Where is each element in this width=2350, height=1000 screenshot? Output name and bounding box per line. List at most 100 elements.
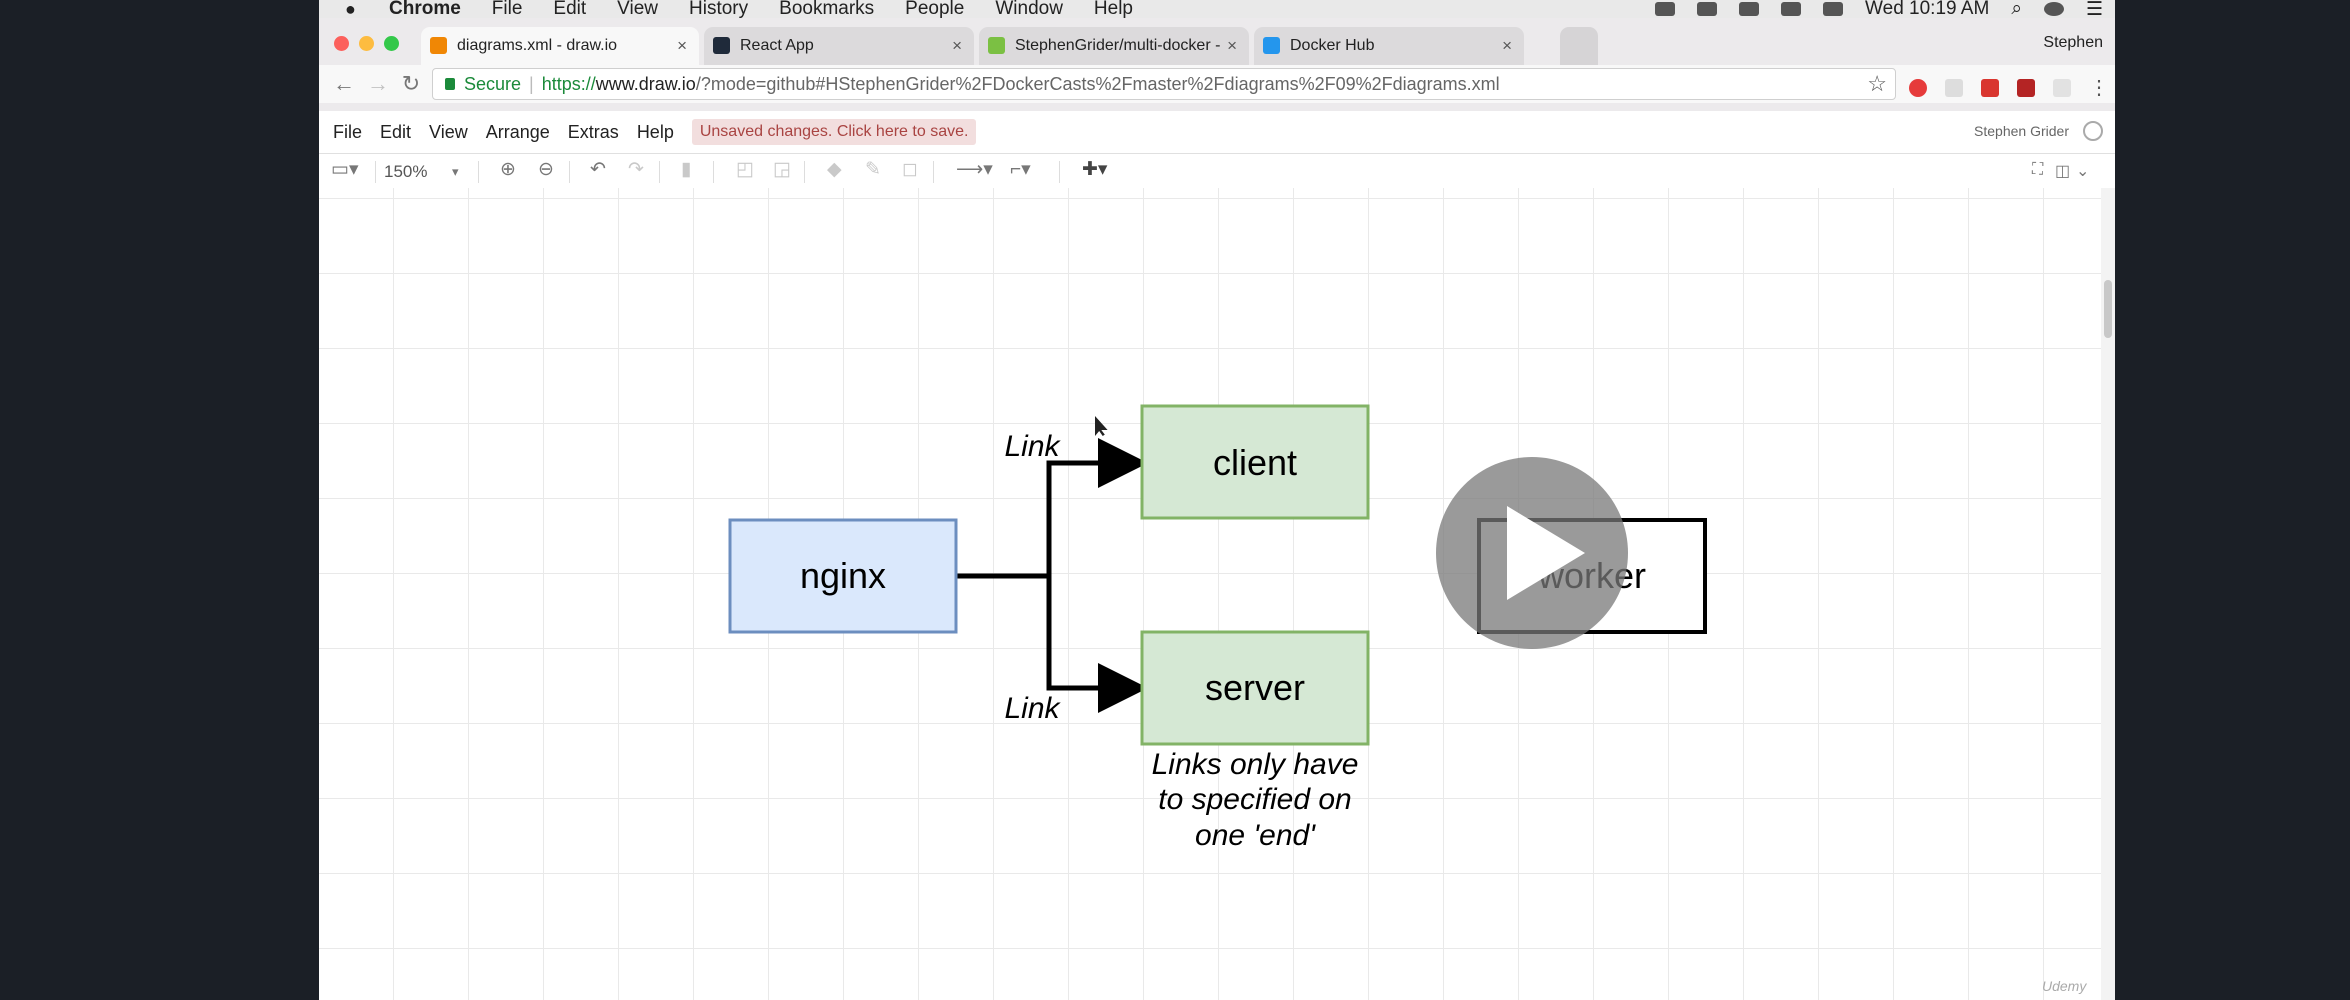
fill-color-icon[interactable]: ◆ — [827, 159, 842, 180]
apple-icon[interactable]: ● — [345, 0, 356, 19]
tab-react-app[interactable]: React App × — [704, 27, 974, 65]
tab-github[interactable]: StephenGrider/multi-docker - × — [979, 27, 1249, 65]
shadow-icon[interactable]: ◻ — [902, 159, 918, 180]
status-app-icon[interactable] — [1655, 2, 1676, 16]
reload-icon[interactable]: ↻ — [401, 71, 421, 96]
undo-icon[interactable]: ↶ — [590, 159, 606, 180]
connection-arrow-icon[interactable]: ⟶▾ — [956, 159, 993, 180]
menu-view[interactable]: View — [429, 121, 468, 142]
udemy-watermark: Udemy — [2042, 978, 2087, 994]
waypoints-icon[interactable]: ⌐▾ — [1010, 159, 1031, 180]
mac-menu-app-name[interactable]: Chrome — [389, 0, 461, 19]
nginx-box[interactable] — [728, 518, 958, 634]
zoom-dropdown-icon[interactable]: ▾ — [452, 164, 459, 179]
mac-menu-edit[interactable]: Edit — [553, 0, 587, 19]
drawing-canvas[interactable] — [319, 188, 2115, 1000]
spotlight-search-icon[interactable]: ⌕ — [2011, 0, 2022, 19]
toolbar-divider — [375, 161, 376, 183]
notification-center-icon[interactable]: ☰ — [2085, 0, 2103, 20]
mac-menu-people[interactable]: People — [905, 0, 965, 19]
to-front-icon[interactable]: ◰ — [736, 159, 754, 180]
tab-close-icon[interactable]: × — [952, 36, 962, 55]
red-extension-icon[interactable] — [1981, 78, 1999, 97]
browser-chrome: diagrams.xml - draw.io × React App × Ste… — [319, 18, 2115, 188]
line-color-icon[interactable]: ✎ — [865, 159, 881, 180]
node-client[interactable]: client — [1140, 404, 1370, 520]
mac-menu-file[interactable]: File — [491, 0, 523, 19]
shield-extension-icon[interactable] — [2017, 78, 2035, 97]
server-box[interactable] — [1140, 630, 1370, 746]
refresh-extension-icon[interactable] — [2053, 78, 2071, 97]
zoom-out-icon[interactable]: ⊖ — [538, 159, 554, 180]
language-globe-icon[interactable] — [2083, 121, 2103, 141]
vertical-scrollbar[interactable] — [2101, 188, 2115, 1000]
node-nginx[interactable]: nginx — [728, 518, 958, 634]
zoom-level[interactable]: 150% — [384, 162, 428, 181]
zoom-in-icon[interactable]: ⊕ — [500, 159, 516, 180]
link-edge-client[interactable] — [957, 438, 1148, 579]
profile-name[interactable]: Stephen — [2043, 34, 2103, 51]
css-extension-icon[interactable] — [1945, 78, 1963, 97]
react-favicon-icon — [713, 37, 730, 54]
drawio-toolbar: ▭▾ 150% ▾ ⊕ ⊖ ↶ ↷ ▮ ◰ ◲ ◆ ✎ ◻ ⟶▾ ⌐▾ ✚▾ ⛶… — [319, 153, 2115, 188]
menu-edit[interactable]: Edit — [380, 121, 412, 142]
panel-toggle-icon[interactable]: ◫ — [2055, 163, 2071, 180]
tab-docker-hub[interactable]: Docker Hub × — [1254, 27, 1524, 65]
back-icon[interactable]: ← — [333, 71, 355, 96]
glasses-icon[interactable] — [1697, 2, 1718, 16]
scroll-thumb[interactable] — [2104, 280, 2112, 338]
delete-icon[interactable]: ▮ — [681, 159, 692, 180]
collapse-icon[interactable]: ⌄ — [2076, 163, 2090, 180]
clock[interactable]: Wed 10:19 AM — [1865, 0, 1990, 19]
opera-extension-icon[interactable] — [1909, 78, 1927, 97]
menu-extras[interactable]: Extras — [567, 121, 619, 142]
bookmark-star-icon[interactable]: ☆ — [1867, 71, 1887, 96]
url-field[interactable]: Secure | https:// www.draw.io /?mode=git… — [432, 68, 1896, 100]
docker-whale-icon[interactable] — [1739, 2, 1760, 16]
note-line-2: to specified on — [1158, 783, 1351, 816]
url-host: www.draw.io — [595, 73, 696, 94]
insert-plus-icon[interactable]: ✚▾ — [1082, 159, 1108, 180]
wifi-icon[interactable] — [1781, 2, 1802, 16]
account-name[interactable]: Stephen Grider — [1974, 123, 2069, 139]
to-back-icon[interactable]: ◲ — [773, 159, 791, 180]
format-panel-icon[interactable]: ▭▾ — [331, 159, 359, 180]
node-server[interactable]: server — [1140, 630, 1370, 746]
siri-icon[interactable] — [2043, 2, 2064, 16]
url-path: /?mode=github#HStephenGrider%2FDockerCas… — [695, 73, 1500, 94]
mac-menu-bar: ● Chrome File Edit View History Bookmark… — [319, 0, 2115, 20]
fullscreen-icon[interactable]: ⛶ — [2032, 161, 2044, 178]
unsaved-changes-notice[interactable]: Unsaved changes. Click here to save. — [691, 119, 977, 145]
tab-close-icon[interactable]: × — [1227, 36, 1237, 55]
url-protocol: https:// — [541, 73, 596, 94]
tab-close-icon[interactable]: × — [1502, 36, 1512, 55]
toolbar-divider — [804, 161, 805, 183]
tab-drawio[interactable]: diagrams.xml - draw.io × — [421, 27, 699, 65]
menu-file[interactable]: File — [333, 121, 363, 142]
maximize-window-button[interactable] — [384, 36, 399, 51]
mac-menu-window[interactable]: Window — [995, 0, 1063, 19]
close-window-button[interactable] — [334, 36, 349, 51]
github-favicon-icon — [988, 37, 1005, 54]
mac-menu-view[interactable]: View — [617, 0, 659, 19]
forward-icon[interactable]: → — [367, 71, 389, 96]
client-box[interactable] — [1140, 404, 1370, 520]
new-tab-button[interactable] — [1560, 27, 1598, 65]
video-play-button[interactable] — [1436, 457, 1628, 649]
diagram: nginx client server worker Link Link Lin… — [728, 404, 1707, 852]
menu-arrange[interactable]: Arrange — [485, 121, 550, 142]
mac-menu-history[interactable]: History — [689, 0, 749, 19]
browser-menu-icon[interactable]: ⋮ — [2089, 77, 2109, 99]
toolbar-divider — [569, 161, 570, 183]
link-edge-server[interactable] — [1046, 576, 1148, 713]
minimize-window-button[interactable] — [359, 36, 374, 51]
mac-menu-bookmarks[interactable]: Bookmarks — [779, 0, 875, 19]
screen: ● Chrome File Edit View History Bookmark… — [319, 0, 2115, 1000]
client-label: client — [1213, 442, 1297, 483]
redo-icon[interactable]: ↷ — [628, 159, 644, 180]
battery-icon[interactable] — [1823, 2, 1844, 16]
note-line-1: Links only have — [1152, 748, 1359, 781]
mac-menu-help[interactable]: Help — [1093, 0, 1133, 19]
tab-close-icon[interactable]: × — [677, 36, 687, 55]
menu-help[interactable]: Help — [636, 121, 674, 142]
